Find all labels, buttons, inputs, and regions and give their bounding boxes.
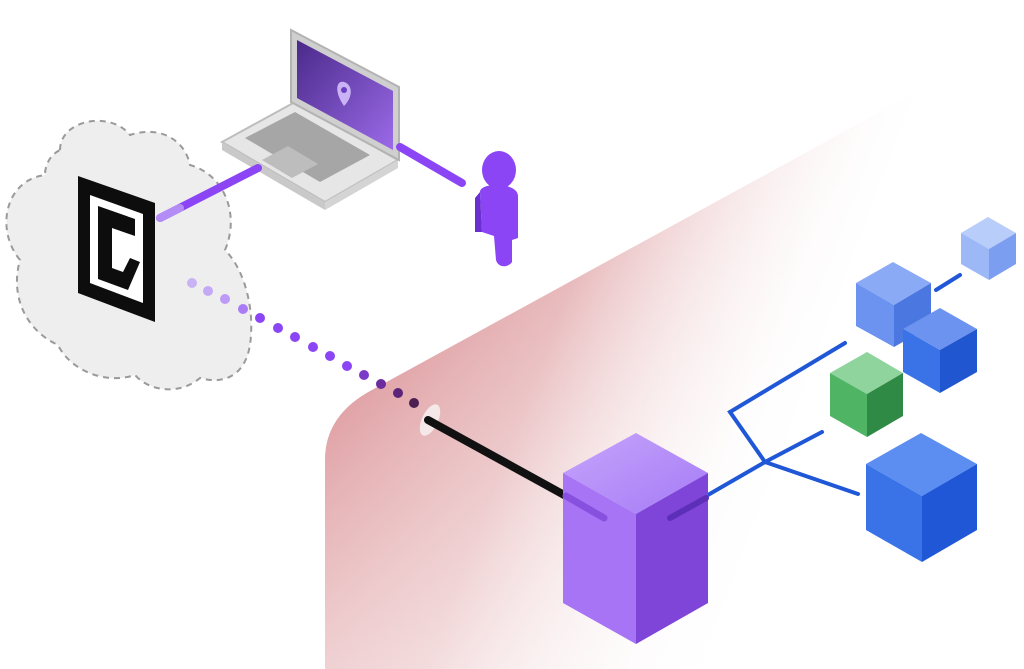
location-pin-icon — [337, 81, 351, 106]
logo-c-icon — [78, 176, 155, 322]
cube-icon — [903, 308, 977, 393]
gateway-node — [562, 433, 709, 644]
cube-icon — [830, 352, 903, 437]
edge-laptop-user — [396, 143, 466, 187]
resource-4-node — [830, 352, 903, 437]
firewall-wall — [325, 60, 975, 669]
edge-cloud-firewall-dotted — [187, 278, 419, 408]
resource-5-node — [866, 433, 977, 562]
cube-icon — [866, 433, 977, 562]
resource-1-node — [961, 217, 1016, 280]
user-node — [475, 151, 518, 267]
cube-icon — [961, 217, 1016, 280]
cloud-service-node — [5, 119, 253, 391]
edges — [156, 143, 610, 522]
laptop-node — [219, 28, 401, 210]
person-icon — [475, 151, 518, 267]
cube-icon — [562, 433, 709, 644]
laptop-icon — [219, 28, 401, 210]
resource-3-node — [903, 308, 977, 393]
